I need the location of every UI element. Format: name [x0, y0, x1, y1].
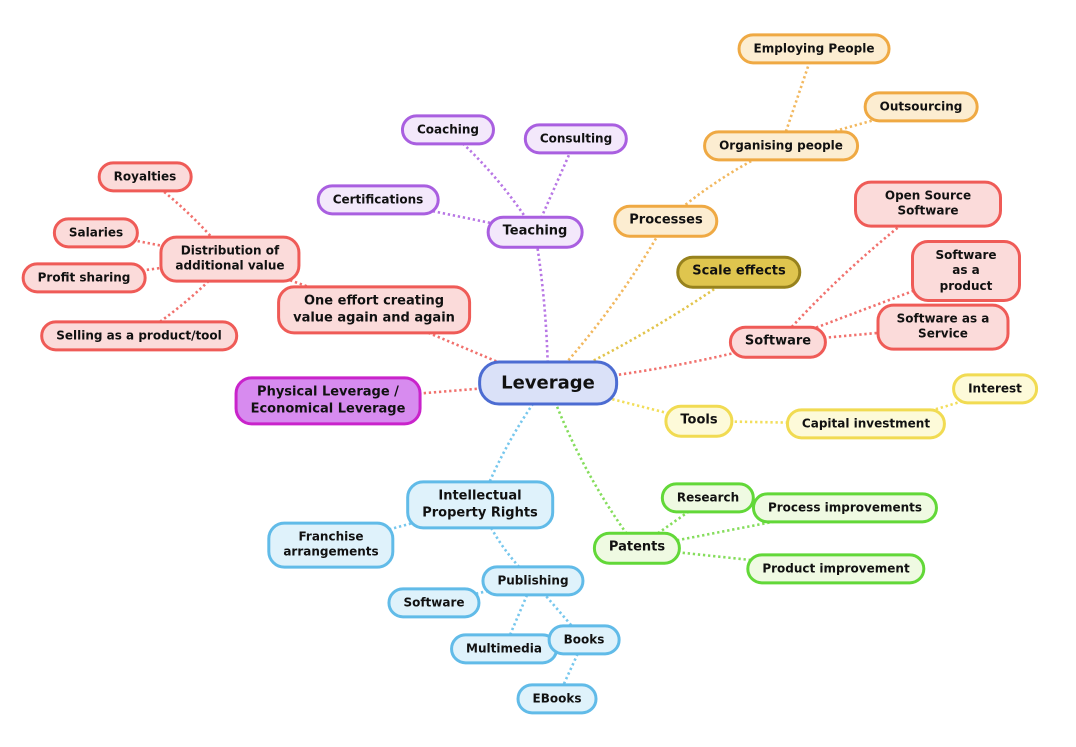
node-label: Organising people: [719, 138, 843, 153]
node-label: One effort creating value again and agai…: [293, 293, 455, 325]
node-interest[interactable]: Interest: [952, 373, 1038, 405]
node-publishing[interactable]: Publishing: [481, 565, 585, 597]
link-intellectual-property-rights-franchise-arrangements: [330, 503, 481, 547]
node-label: Books: [563, 632, 605, 647]
node-label: Patents: [608, 539, 666, 555]
node-label: Royalties: [113, 169, 177, 184]
node-leverage[interactable]: Leverage: [478, 360, 618, 406]
node-multimedia[interactable]: Multimedia: [450, 633, 558, 665]
node-research[interactable]: Research: [660, 482, 756, 514]
link-intellectual-property-rights-publishing: [478, 504, 534, 582]
link-software-software-as-a-service: [777, 325, 944, 344]
node-label: Salaries: [68, 225, 124, 240]
node-label: Interest: [968, 381, 1022, 396]
node-capital-investment[interactable]: Capital investment: [785, 408, 947, 440]
node-label: Intellectual Property Rights: [422, 488, 538, 520]
node-processes[interactable]: Processes: [613, 204, 719, 238]
node-product-improvement[interactable]: Product improvement: [746, 553, 926, 585]
node-software-publishing[interactable]: Software: [387, 587, 481, 619]
link-tools-capital-investment: [698, 419, 867, 426]
node-royalties[interactable]: Royalties: [97, 161, 193, 193]
node-label: Product improvement: [762, 561, 910, 576]
node-consulting[interactable]: Consulting: [523, 123, 629, 155]
node-label: Process improvements: [767, 500, 923, 515]
node-certifications[interactable]: Certifications: [316, 184, 440, 216]
node-label: Software: [744, 333, 812, 349]
node-outsourcing[interactable]: Outsourcing: [863, 91, 979, 123]
node-label: Software as a product: [935, 247, 997, 293]
node-selling-product[interactable]: Selling as a product/tool: [40, 320, 238, 352]
node-software-as-a-product[interactable]: Software as a product: [911, 239, 1021, 303]
node-label: Employing People: [753, 41, 875, 56]
node-label: Software as a Service: [896, 311, 990, 341]
node-label: Scale effects: [692, 263, 786, 279]
node-label: Teaching: [502, 223, 568, 239]
node-profit-sharing[interactable]: Profit sharing: [21, 262, 147, 294]
node-distribution[interactable]: Distribution of additional value: [159, 235, 301, 283]
node-tools[interactable]: Tools: [664, 404, 734, 438]
node-label: Profit sharing: [37, 270, 131, 285]
node-coaching[interactable]: Coaching: [400, 114, 496, 146]
node-franchise-arrangements[interactable]: Franchise arrangements: [267, 521, 395, 569]
node-label: Publishing: [497, 573, 569, 588]
node-label: Distribution of additional value: [175, 243, 285, 273]
link-leverage-patents: [546, 382, 639, 549]
node-label: Coaching: [416, 122, 480, 137]
node-one-effort[interactable]: One effort creating value again and agai…: [277, 285, 471, 335]
node-label: Open Source Software: [884, 188, 972, 218]
node-software[interactable]: Software: [728, 325, 828, 359]
node-label: Capital investment: [801, 416, 931, 431]
node-organising-people[interactable]: Organising people: [703, 130, 859, 162]
node-scale-effects[interactable]: Scale effects: [676, 255, 802, 289]
node-patents[interactable]: Patents: [592, 531, 682, 565]
node-books[interactable]: Books: [547, 624, 621, 656]
node-open-source-software[interactable]: Open Source Software: [854, 180, 1002, 228]
node-label: Consulting: [539, 131, 613, 146]
node-label: Physical Leverage / Economical Leverage: [250, 384, 406, 416]
node-employing-people[interactable]: Employing People: [737, 33, 891, 65]
node-label: Research: [676, 490, 740, 505]
node-label: Tools: [680, 412, 718, 428]
node-label: Multimedia: [466, 641, 542, 656]
node-label: Leverage: [501, 372, 595, 394]
node-label: Outsourcing: [879, 99, 963, 114]
node-label: Franchise arrangements: [283, 529, 379, 559]
node-label: Processes: [629, 212, 703, 228]
node-process-improvements[interactable]: Process improvements: [751, 492, 939, 524]
node-teaching[interactable]: Teaching: [486, 215, 584, 249]
node-intellectual-property-rights[interactable]: Intellectual Property Rights: [406, 480, 554, 530]
node-ebooks[interactable]: EBooks: [516, 683, 598, 715]
node-physical-leverage[interactable]: Physical Leverage / Economical Leverage: [234, 376, 422, 426]
node-salaries[interactable]: Salaries: [52, 217, 140, 249]
node-label: Selling as a product/tool: [56, 328, 222, 343]
node-label: Software: [403, 595, 465, 610]
node-label: Certifications: [332, 192, 424, 207]
node-software-as-a-service[interactable]: Software as a Service: [876, 303, 1010, 351]
node-label: EBooks: [532, 691, 582, 706]
